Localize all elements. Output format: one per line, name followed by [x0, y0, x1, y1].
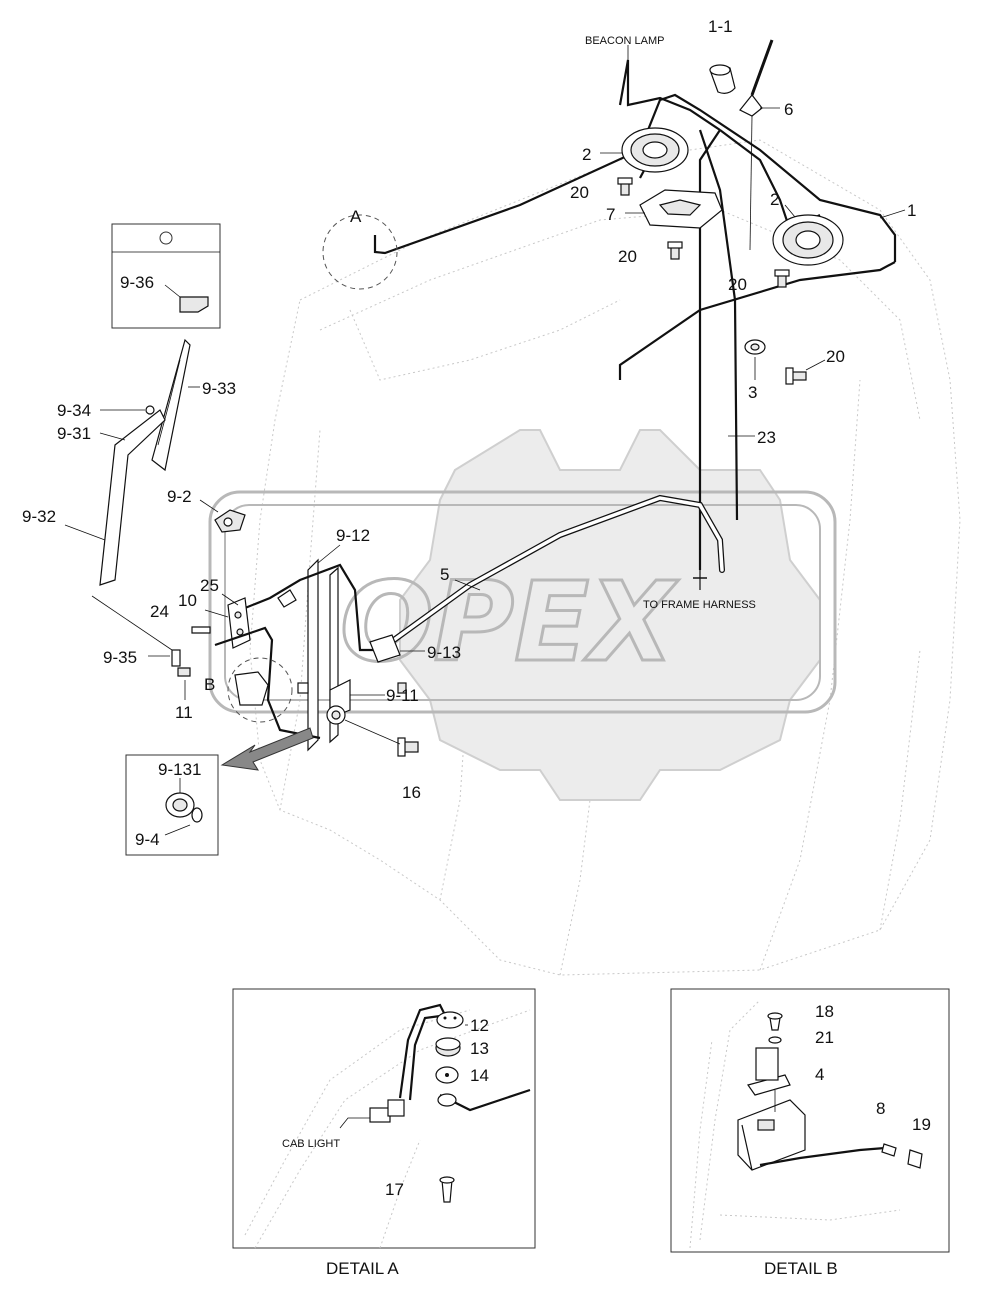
- part-label-4: 4: [815, 1065, 824, 1084]
- cab-light: [639, 189, 723, 229]
- part-label-25: 25: [200, 576, 219, 595]
- part-label-9-35: 9-35: [103, 648, 137, 667]
- screw-20d: [785, 367, 807, 385]
- part-label-9-13: 9-13: [427, 643, 461, 662]
- part-label-24: 24: [150, 602, 169, 621]
- part-label-23: 23: [757, 428, 776, 447]
- part-label-5: 5: [440, 565, 449, 584]
- part-label-1: 1: [907, 201, 916, 220]
- part-label-10: 10: [178, 591, 197, 610]
- part-label-14: 14: [470, 1066, 489, 1085]
- detail-a-marker: A: [322, 207, 398, 290]
- grommet-3: [744, 339, 766, 355]
- part-label-9-4: 9-4: [135, 830, 160, 849]
- detail-b-caption: DETAIL B: [764, 1259, 838, 1278]
- svg-text:A: A: [350, 207, 362, 226]
- part-label-1-1: 1-1: [708, 17, 733, 36]
- cab-light-label: CAB LIGHT: [282, 1138, 340, 1150]
- part-label-2-top: 2: [582, 145, 591, 164]
- part-label-16: 16: [402, 783, 421, 802]
- inset-9-36: [111, 223, 221, 329]
- clip-9-2: [214, 509, 246, 533]
- part-label-7: 7: [606, 205, 615, 224]
- speaker-left: [621, 127, 689, 173]
- screw-20c: [774, 269, 790, 288]
- nozzle-9-35: [171, 649, 191, 677]
- inset-9-131: [125, 754, 219, 856]
- frame-harness-end: [693, 570, 707, 590]
- wiper-assembly: [99, 338, 191, 586]
- svg-text:B: B: [204, 675, 215, 694]
- part-label-9-31: 9-31: [57, 424, 91, 443]
- part-label-8: 8: [876, 1099, 885, 1118]
- screw-20a: [617, 177, 633, 196]
- watermark: OPEX: [208, 429, 837, 801]
- part-label-20-d: 20: [826, 347, 845, 366]
- part-label-19: 19: [912, 1115, 931, 1134]
- screw-16: [397, 737, 419, 757]
- part-label-9-2: 9-2: [167, 487, 192, 506]
- detail-a-panel: [232, 988, 536, 1249]
- part-label-9-11: 9-11: [386, 686, 419, 705]
- part-label-13: 13: [470, 1039, 489, 1058]
- part-label-20-a: 20: [570, 183, 589, 202]
- part-label-9-36: 9-36: [120, 273, 154, 292]
- beacon-connector: [709, 64, 736, 94]
- part-label-6: 6: [784, 100, 793, 119]
- part-label-21: 21: [815, 1028, 834, 1047]
- screw-20b: [667, 241, 683, 260]
- part-label-9-32: 9-32: [22, 507, 56, 526]
- detail-b-panel: [670, 988, 950, 1253]
- part-label-9-33: 9-33: [202, 379, 236, 398]
- part-label-20-b: 20: [618, 247, 637, 266]
- detail-a-caption: DETAIL A: [326, 1259, 399, 1278]
- wiper-motor-frame: [239, 558, 380, 752]
- relay-9-13: [369, 634, 407, 694]
- part-label-2-right: 2: [770, 190, 779, 209]
- bracket-10: [191, 597, 321, 740]
- part-label-12: 12: [470, 1016, 489, 1035]
- detail-b-marker: B: [204, 657, 314, 771]
- part-label-20-c: 20: [728, 275, 747, 294]
- part-label-9-12: 9-12: [336, 526, 370, 545]
- watermark-text: OPEX: [340, 558, 679, 686]
- part-label-11: 11: [175, 703, 193, 722]
- part-label-17: 17: [385, 1180, 404, 1199]
- part-label-3: 3: [748, 383, 757, 402]
- to-frame-harness-label: TO FRAME HARNESS: [643, 599, 756, 611]
- antenna: [739, 39, 774, 251]
- part-label-18: 18: [815, 1002, 834, 1021]
- beacon-lamp-label: BEACON LAMP: [585, 35, 664, 47]
- harness-5: [377, 494, 725, 653]
- speaker-right: [772, 214, 844, 266]
- part-label-9-131: 9-131: [158, 760, 201, 779]
- part-label-9-34: 9-34: [57, 401, 91, 420]
